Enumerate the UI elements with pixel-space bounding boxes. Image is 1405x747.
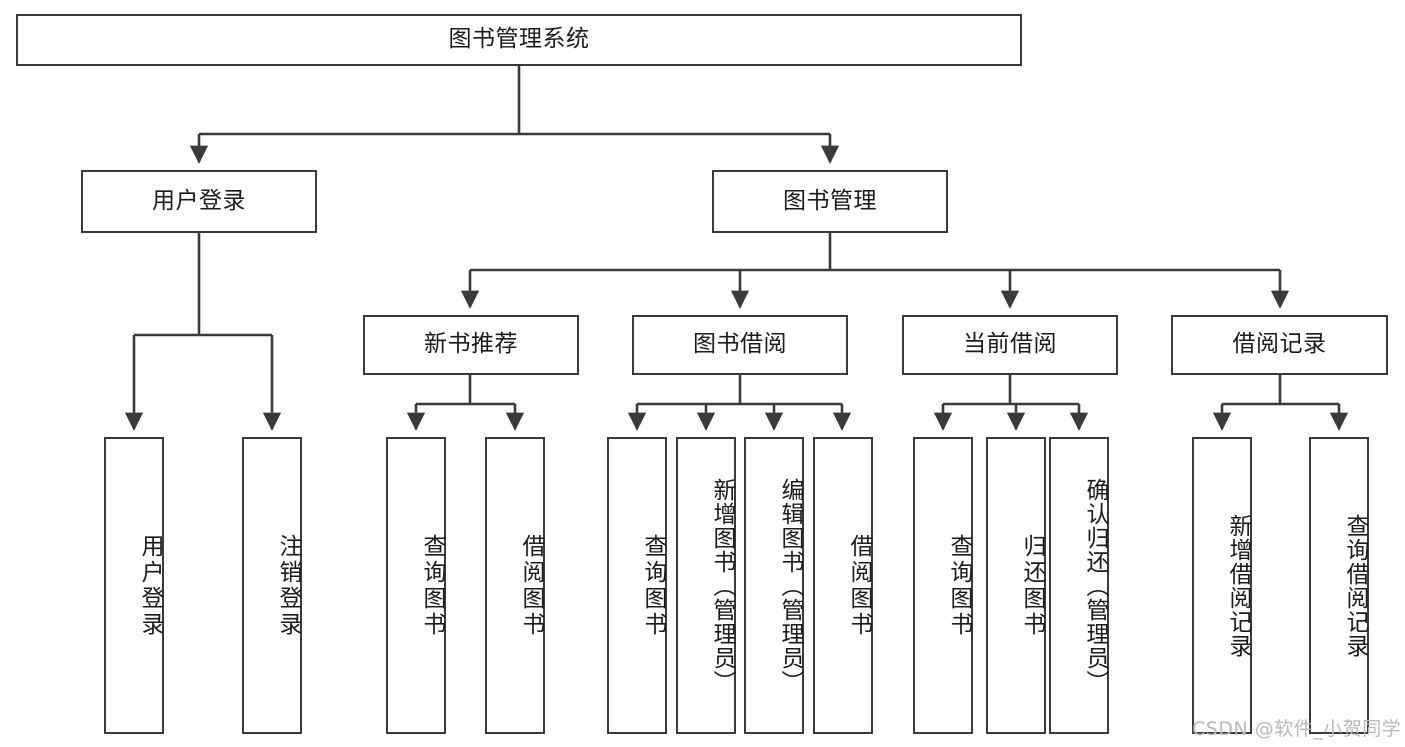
node-new-book-recommend-label: 新书推荐 bbox=[424, 331, 518, 358]
leaf-query-book-recommend-label: 查询图书 bbox=[419, 533, 445, 638]
leaf-confirm-return-admin-label: 确认归还（管理员） bbox=[1082, 477, 1108, 694]
csdn-watermark: CSDN @软件_小贺同学 bbox=[1192, 718, 1402, 740]
leaf-borrow-book[interactable]: 借阅图书 bbox=[813, 437, 873, 734]
leaf-query-book-current-label: 查询图书 bbox=[946, 533, 972, 638]
node-root-label: 图书管理系统 bbox=[448, 26, 590, 53]
leaf-borrow-book-recommend[interactable]: 借阅图书 bbox=[485, 437, 545, 734]
node-book-manage-label: 图书管理 bbox=[783, 187, 877, 214]
leaf-return-book-label: 归还图书 bbox=[1019, 533, 1045, 638]
leaf-user-login-label: 用户登录 bbox=[137, 533, 163, 638]
leaf-user-logout[interactable]: 注销登录 bbox=[242, 437, 302, 734]
node-user-login-label: 用户登录 bbox=[152, 187, 246, 214]
leaf-add-borrow-record[interactable]: 新增借阅记录 bbox=[1192, 437, 1252, 734]
leaf-edit-book-admin[interactable]: 编辑图书（管理员） bbox=[744, 437, 804, 734]
leaf-user-logout-label: 注销登录 bbox=[275, 533, 301, 638]
leaf-query-borrow-record-label: 查询借阅记录 bbox=[1342, 513, 1368, 658]
leaf-query-book-current[interactable]: 查询图书 bbox=[913, 437, 973, 734]
node-book-manage[interactable]: 图书管理 bbox=[712, 170, 948, 233]
node-user-login[interactable]: 用户登录 bbox=[81, 170, 317, 233]
leaf-user-login[interactable]: 用户登录 bbox=[104, 437, 164, 734]
leaf-edit-book-admin-label: 编辑图书（管理员） bbox=[777, 477, 803, 694]
leaf-confirm-return-admin[interactable]: 确认归还（管理员） bbox=[1049, 437, 1109, 734]
leaf-borrow-book-label: 借阅图书 bbox=[846, 533, 872, 638]
leaf-add-borrow-record-label: 新增借阅记录 bbox=[1225, 513, 1251, 658]
leaf-add-book-admin[interactable]: 新增图书（管理员） bbox=[676, 437, 736, 734]
node-current-borrow[interactable]: 当前借阅 bbox=[902, 315, 1118, 375]
leaf-borrow-book-recommend-label: 借阅图书 bbox=[518, 533, 544, 638]
node-current-borrow-label: 当前借阅 bbox=[963, 331, 1057, 358]
leaf-query-book-borrow-label: 查询图书 bbox=[640, 533, 666, 638]
node-root[interactable]: 图书管理系统 bbox=[16, 14, 1022, 66]
node-borrow-record-label: 借阅记录 bbox=[1232, 331, 1327, 358]
leaf-query-borrow-record[interactable]: 查询借阅记录 bbox=[1309, 437, 1369, 734]
leaf-return-book[interactable]: 归还图书 bbox=[986, 437, 1046, 734]
node-book-borrow[interactable]: 图书借阅 bbox=[632, 315, 848, 375]
leaf-query-book-recommend[interactable]: 查询图书 bbox=[386, 437, 446, 734]
leaf-add-book-admin-label: 新增图书（管理员） bbox=[709, 477, 735, 694]
node-borrow-record[interactable]: 借阅记录 bbox=[1171, 315, 1388, 375]
leaf-query-book-borrow[interactable]: 查询图书 bbox=[607, 437, 667, 734]
node-new-book-recommend[interactable]: 新书推荐 bbox=[363, 315, 579, 375]
node-book-borrow-label: 图书借阅 bbox=[693, 331, 787, 358]
